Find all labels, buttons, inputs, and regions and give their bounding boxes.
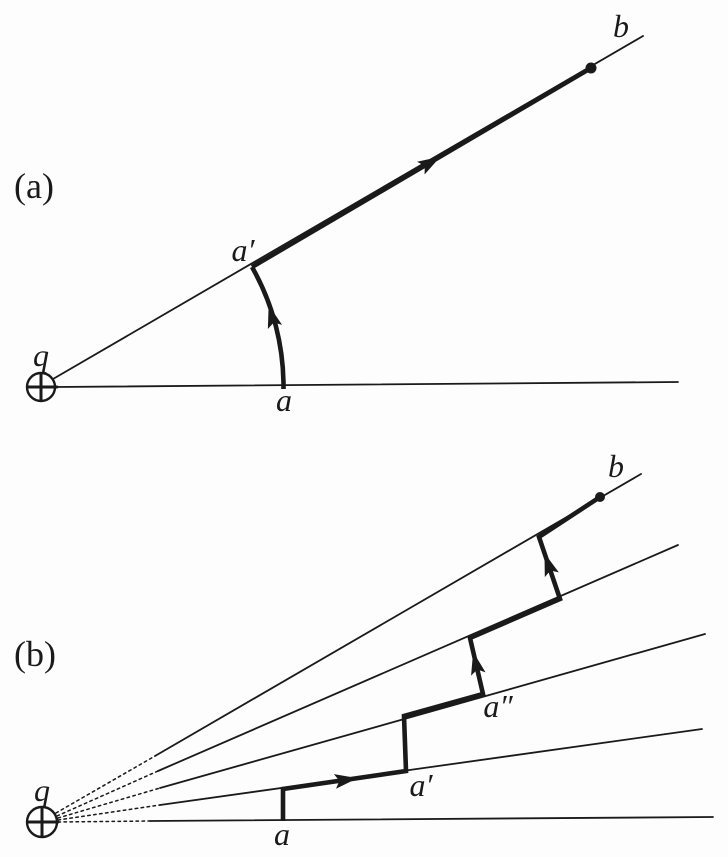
label-charge-q: q xyxy=(34,772,50,808)
label-point-a-prime: a′ xyxy=(232,232,256,268)
label-point-a-prime: a′ xyxy=(410,767,434,803)
label-point-b: b xyxy=(608,448,624,484)
ray2-line xyxy=(159,728,703,806)
ray4-dotted-start xyxy=(56,770,159,817)
label-charge-q: q xyxy=(33,337,49,373)
staircase-arrowhead-1-icon xyxy=(333,774,358,789)
arc-segment-a-to-aprime xyxy=(249,265,286,390)
point-b-dot xyxy=(595,492,605,502)
ray5-dotted-start xyxy=(55,755,156,814)
staircase-arrowhead-3-icon xyxy=(544,553,559,578)
ray-fan xyxy=(55,473,714,823)
label-point-b: b xyxy=(613,8,629,44)
positive-charge-icon xyxy=(25,805,60,839)
point-b-dot xyxy=(585,62,597,74)
panel-b-label: (b) xyxy=(14,634,56,674)
panel-b: (b) xyxy=(14,448,714,852)
staircase-arrowhead-2-icon xyxy=(471,651,486,676)
label-point-a: a xyxy=(276,382,292,418)
label-point-a: a xyxy=(274,816,290,852)
label-point-a-double-prime: a″ xyxy=(483,688,513,724)
ray3-dotted-start xyxy=(57,787,161,819)
staircase-path-a-to-b xyxy=(280,495,602,821)
ray1-dotted-start xyxy=(57,820,151,823)
horizontal-ray-line xyxy=(54,381,679,388)
panel-a-label: (a) xyxy=(14,166,54,206)
arc-arrowhead-icon xyxy=(267,305,283,329)
ray1-horizontal-line xyxy=(149,816,714,822)
positive-charge-icon xyxy=(25,371,59,403)
panel-a: (a) q a a′ b xyxy=(14,8,679,418)
radial-segment-aprime-to-b xyxy=(250,66,593,269)
ray3-line xyxy=(159,633,706,789)
ray4-line xyxy=(157,544,679,772)
radial-arrowhead-icon xyxy=(417,156,441,175)
ray2-dotted-start xyxy=(57,804,161,821)
